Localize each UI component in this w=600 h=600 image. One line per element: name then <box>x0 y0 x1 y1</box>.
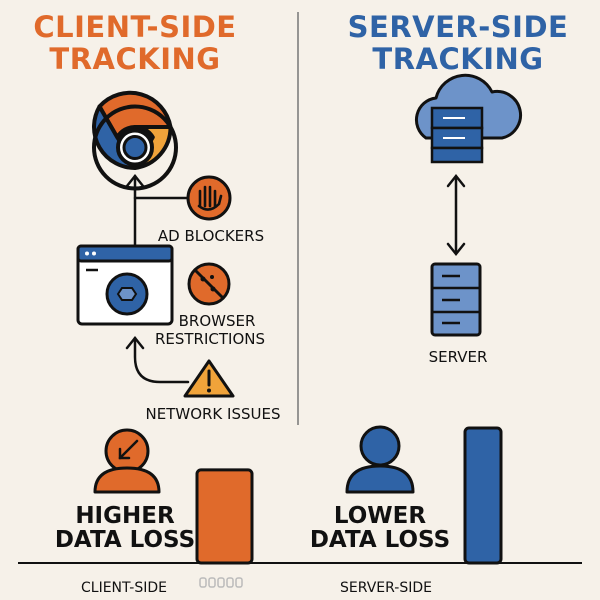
lower-data-loss-line1: LOWER <box>334 503 426 529</box>
network-issues-label: NETWORK ISSUES <box>146 405 281 423</box>
client-data-loss-bar <box>195 468 254 565</box>
higher-data-loss-line1: HIGHER <box>75 503 175 529</box>
ad-blockers-label: AD BLOCKERS <box>158 227 264 245</box>
browser-restrictions-label-line2: RESTRICTIONS <box>155 330 265 348</box>
server-side-axis-label: SERVER-SIDE <box>340 580 432 596</box>
server-data-loss-bar <box>463 426 503 565</box>
server-title-line1: SERVER-SIDE <box>348 10 569 44</box>
bidirectional-arrow <box>446 173 466 257</box>
hand-stop-icon <box>186 175 232 221</box>
client-flow-arrows <box>125 173 190 384</box>
faint-scribble-mark <box>199 577 243 588</box>
higher-data-loss-line2: DATA LOSS <box>55 527 195 553</box>
chrome-browser-icon <box>92 90 178 191</box>
warning-icon <box>183 359 235 398</box>
client-title-line2: TRACKING <box>49 42 220 76</box>
client-title-line1: CLIENT-SIDE <box>33 10 236 44</box>
client-side-axis-label: CLIENT-SIDE <box>81 580 167 596</box>
browser-window-icon <box>76 244 174 326</box>
server-label: SERVER <box>429 348 488 366</box>
server-person-icon <box>345 425 415 494</box>
lower-data-loss-line2: DATA LOSS <box>310 527 450 553</box>
server-title-line2: TRACKING <box>372 42 543 76</box>
client-person-icon <box>93 428 161 494</box>
server-rack-icon <box>430 262 482 337</box>
blocked-cookie-icon <box>187 262 231 306</box>
cloud-server-icon <box>415 73 523 164</box>
browser-restrictions-label-line1: BROWSER <box>179 312 256 330</box>
